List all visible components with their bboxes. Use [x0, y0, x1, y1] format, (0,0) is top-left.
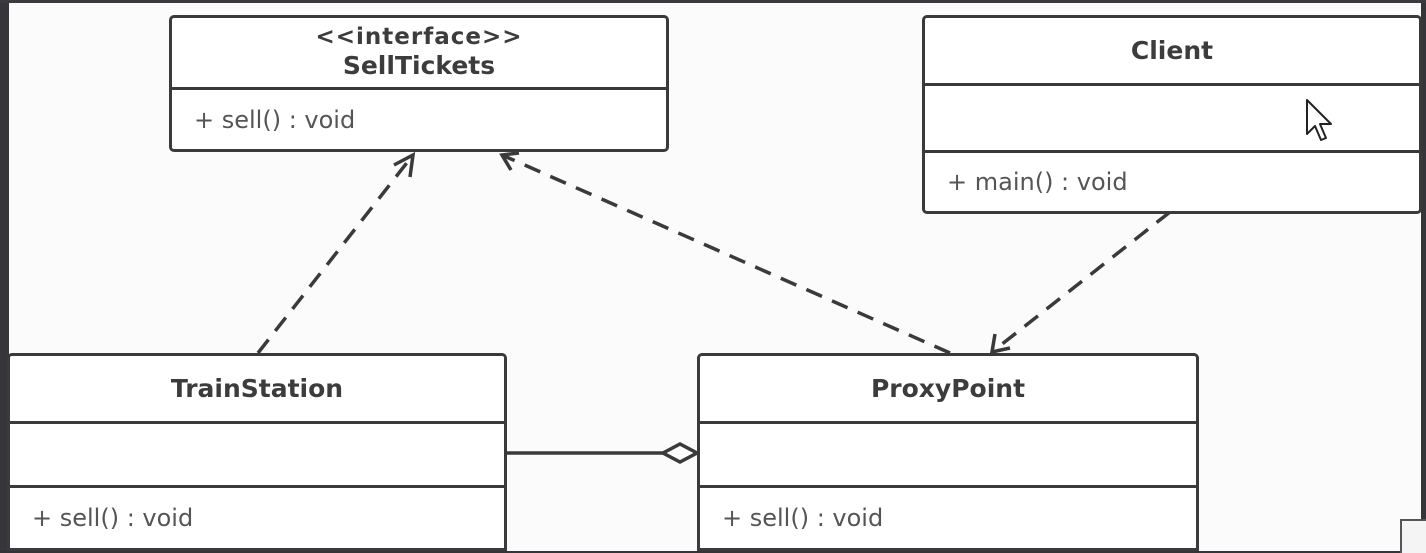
attributes-compartment — [10, 424, 504, 488]
window-edge-left — [0, 0, 9, 551]
class-name: ProxyPoint — [870, 374, 1026, 403]
realization-proxypoint-sellstickets — [501, 153, 951, 355]
class-header: ProxyPoint — [700, 356, 1196, 424]
class-header: Client — [925, 18, 1419, 86]
class-name: Client — [1130, 36, 1214, 65]
dependency-arrowhead — [989, 333, 1011, 355]
mouse-pointer-icon — [1306, 99, 1332, 141]
stereotype-label: <<interface>> — [315, 24, 523, 50]
operations-compartment: + sell() : void — [10, 488, 504, 548]
class-name: TrainStation — [170, 374, 344, 403]
window-edge-right — [1421, 0, 1426, 551]
operation-sell: + sell() : void — [32, 504, 194, 532]
corner-widget-icon — [1400, 519, 1426, 553]
operations-compartment: + main() : void — [925, 153, 1419, 211]
operation-sell: + sell() : void — [722, 504, 884, 532]
class-client[interactable]: Client + main() : void — [922, 15, 1422, 214]
dependency-client-proxypoint — [990, 210, 1172, 354]
operations-compartment: + sell() : void — [172, 90, 666, 149]
class-name: SellTickets — [342, 51, 496, 80]
class-header: <<interface>> SellTickets — [172, 18, 666, 90]
realization-arrowhead-trainstation — [393, 151, 416, 178]
class-proxy-point[interactable]: ProxyPoint + sell() : void — [697, 353, 1199, 551]
class-train-station[interactable]: TrainStation + sell() : void — [7, 353, 507, 551]
class-sell-tickets[interactable]: <<interface>> SellTickets + sell() : voi… — [169, 15, 669, 152]
operation-main: + main() : void — [947, 168, 1128, 196]
attributes-compartment — [925, 86, 1419, 153]
class-header: TrainStation — [10, 356, 504, 424]
attributes-compartment — [700, 424, 1196, 488]
realization-trainstation-sellstickets — [256, 153, 415, 355]
realization-arrowhead-proxypoint — [499, 151, 520, 171]
operation-sell: + sell() : void — [194, 105, 356, 134]
operations-compartment: + sell() : void — [700, 488, 1196, 548]
aggregation-diamond — [659, 442, 701, 464]
window-edge-top — [0, 0, 1426, 3]
